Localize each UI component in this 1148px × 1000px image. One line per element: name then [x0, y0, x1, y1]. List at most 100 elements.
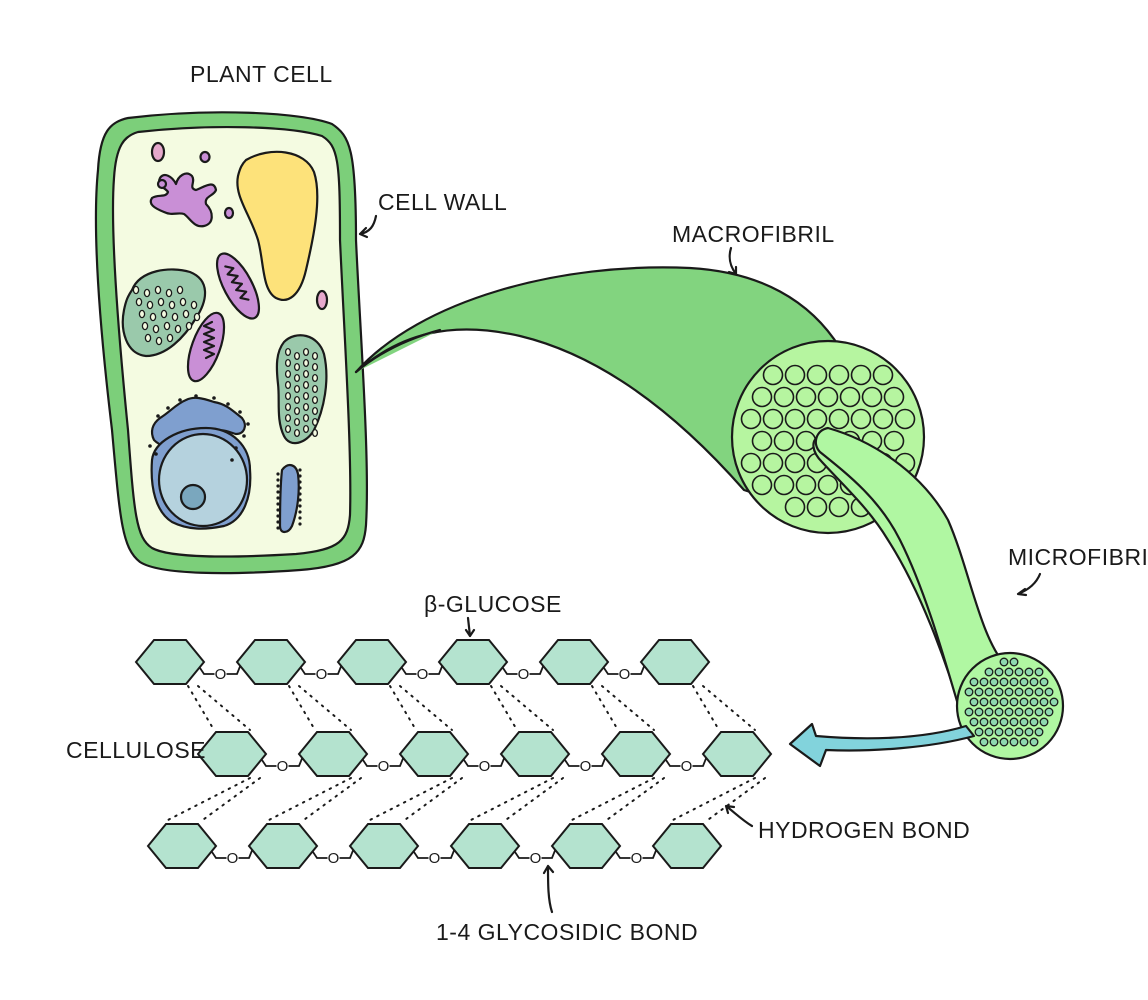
oxygen-atom: O	[417, 666, 429, 683]
granum	[284, 402, 292, 412]
microfibril-bundle	[817, 474, 839, 496]
golgi-apparatus	[149, 172, 218, 228]
ribosome	[298, 522, 302, 526]
cellulose-molecule	[1019, 697, 1029, 707]
mitochondrion	[215, 252, 261, 320]
mitochondrion	[186, 311, 226, 383]
ribosome	[194, 394, 198, 398]
hydrogen-bond	[466, 777, 554, 823]
ribosome	[276, 490, 280, 494]
granum	[293, 395, 301, 405]
ribosome	[298, 492, 302, 496]
cellulose-molecule	[979, 677, 989, 687]
cellulose-molecule	[994, 727, 1004, 737]
microfibril-bundle	[795, 386, 817, 408]
label-cellulose: CELLULOSE	[66, 737, 206, 763]
granum	[157, 297, 165, 307]
hydrogen-bond	[702, 685, 756, 731]
label-macrofibril: MACROFIBRIL	[672, 221, 835, 247]
cellulose-molecule	[1029, 717, 1039, 727]
vacuole	[236, 150, 319, 301]
label-hydrogen-bond: HYDROGEN BOND	[758, 817, 970, 843]
cellulose-molecule	[1004, 707, 1014, 717]
cellulose-molecule	[964, 687, 974, 697]
oxygen-atom: O	[277, 758, 289, 775]
cellulose-molecule	[974, 687, 984, 697]
ribosome	[298, 510, 302, 514]
ribosome	[246, 422, 250, 426]
ribosome	[298, 474, 302, 478]
ribosome	[230, 458, 234, 462]
granum	[302, 347, 310, 357]
beta-glucose-unit	[297, 731, 369, 777]
granum	[160, 309, 168, 319]
granum	[311, 373, 319, 383]
hydrogen-bond	[389, 685, 417, 731]
cellulose-molecule	[1024, 687, 1034, 697]
cellulose-molecule	[984, 687, 994, 697]
oxygen-atom: O	[580, 758, 592, 775]
oxygen-atom: O	[328, 850, 340, 867]
cellulose-molecule	[994, 707, 1004, 717]
cellulose-molecule	[1039, 677, 1049, 687]
cellulose-molecule	[974, 727, 984, 737]
oxygen-atom: O	[518, 666, 530, 683]
beta-glucose-unit	[437, 639, 509, 685]
granum	[284, 413, 292, 423]
vesicle	[223, 206, 235, 220]
ribosome	[276, 484, 280, 488]
microfibril-bundle	[784, 364, 806, 386]
chloroplast	[275, 334, 328, 445]
beta-glucose-unit	[449, 823, 521, 869]
granum	[146, 300, 154, 310]
label-plant-cell: PLANT CELL	[190, 61, 333, 87]
hydrogen-bond	[692, 685, 720, 731]
cellulose-molecule	[1019, 677, 1029, 687]
beta-glucose-unit	[336, 639, 408, 685]
cell-wall-pointer	[358, 214, 378, 239]
cellulose-molecule	[969, 697, 979, 707]
microfibril-bundle	[828, 364, 850, 386]
granum	[293, 406, 301, 416]
ribosome	[242, 434, 246, 438]
ribosome	[156, 414, 160, 418]
rough-er-strand	[276, 464, 302, 534]
glycosidic-link	[300, 663, 343, 675]
cellulose-molecule	[1034, 687, 1044, 697]
granum	[284, 391, 292, 401]
granum	[302, 424, 310, 434]
cellulose-molecule	[1034, 707, 1044, 717]
microfibril-bundle	[762, 408, 784, 430]
beta-glucose-unit	[348, 823, 420, 869]
cellulose-molecule	[994, 667, 1004, 677]
granum	[149, 312, 157, 322]
cellulose-molecule	[1009, 657, 1019, 667]
cellulose-molecule	[1009, 697, 1019, 707]
beta-glucose-unit	[651, 823, 723, 869]
granum	[302, 391, 310, 401]
ribosome	[298, 504, 302, 508]
microfibril-bundle	[828, 408, 850, 430]
cellulose-molecule	[1029, 677, 1039, 687]
microfibril-bundle	[872, 408, 894, 430]
beta-glucose-unit	[639, 639, 711, 685]
granum	[311, 351, 319, 361]
glycosidic-link	[603, 663, 646, 675]
hydrogen-bond	[668, 777, 756, 823]
glycosidic-link	[401, 663, 444, 675]
microfibril-bundle	[773, 474, 795, 496]
hydrogen-bond	[490, 685, 518, 731]
beta-glucose-pointer	[464, 616, 476, 638]
microfibril-bundle	[784, 408, 806, 430]
microfibril-bundle	[751, 430, 773, 452]
ribosome	[276, 514, 280, 518]
granum	[165, 288, 173, 298]
cellulose-molecule	[989, 697, 999, 707]
granum	[155, 336, 163, 346]
cellulose-molecule	[999, 697, 1009, 707]
hydrogen-bond	[298, 685, 352, 731]
vesicle	[156, 178, 168, 190]
granum	[293, 351, 301, 361]
cellulose-molecule	[1049, 697, 1059, 707]
microfibril-bundle	[839, 386, 861, 408]
